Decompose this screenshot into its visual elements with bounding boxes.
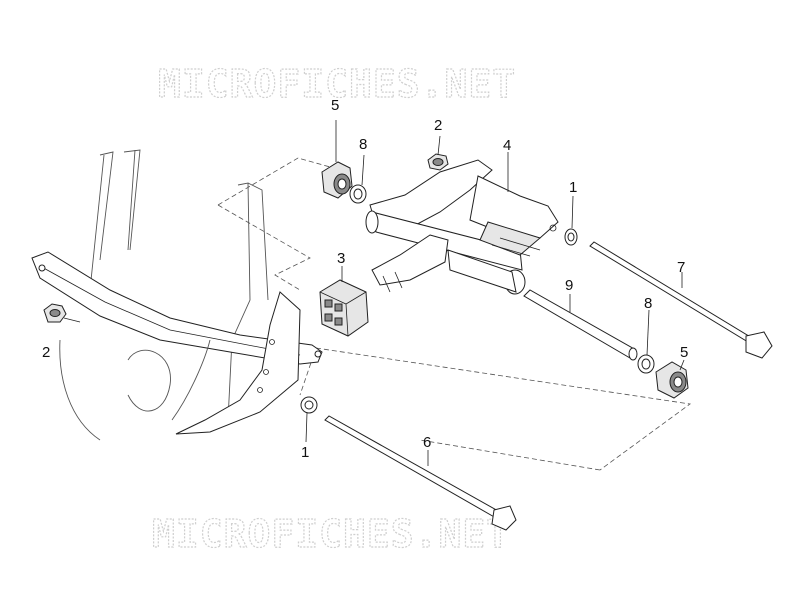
callout-8-upper: 8	[359, 136, 367, 153]
watermark-top: MICROFICHES.NET	[158, 62, 516, 106]
vehicle-frame	[31, 149, 323, 441]
nut-part-2-upper	[427, 135, 449, 171]
callout-6: 6	[423, 434, 431, 451]
rubber-block-part-3	[319, 266, 369, 337]
callout-4: 4	[503, 137, 511, 154]
sleeve-part-9	[523, 289, 638, 361]
callout-labels: 5 8 2 4 1 3 7 9 2 8 5 1 6	[42, 97, 688, 461]
callout-2-left: 2	[42, 344, 50, 361]
washer-part-1-upper	[564, 195, 578, 246]
callout-7: 7	[677, 259, 685, 276]
bolt-part-7	[589, 241, 773, 359]
washer-part-1-lower	[300, 396, 318, 443]
nut-part-2-left	[43, 303, 81, 323]
callout-1-lower: 1	[301, 444, 309, 461]
callout-1-upper: 1	[569, 179, 577, 196]
callout-5-lower: 5	[680, 344, 688, 361]
callout-9: 9	[565, 277, 573, 294]
callout-8-lower: 8	[644, 295, 652, 312]
bolt-part-6	[324, 415, 517, 531]
callout-2-upper: 2	[434, 117, 442, 134]
washer-part-8-lower	[637, 309, 655, 374]
callout-5-upper: 5	[331, 97, 339, 114]
callout-3: 3	[337, 250, 345, 267]
watermark-bottom: MICROFICHES.NET	[152, 512, 510, 556]
bushing-part-5-upper	[321, 120, 353, 199]
washer-part-8-upper	[349, 154, 367, 204]
swing-arm-part-4	[365, 152, 559, 295]
bushing-part-5-lower	[655, 359, 689, 399]
